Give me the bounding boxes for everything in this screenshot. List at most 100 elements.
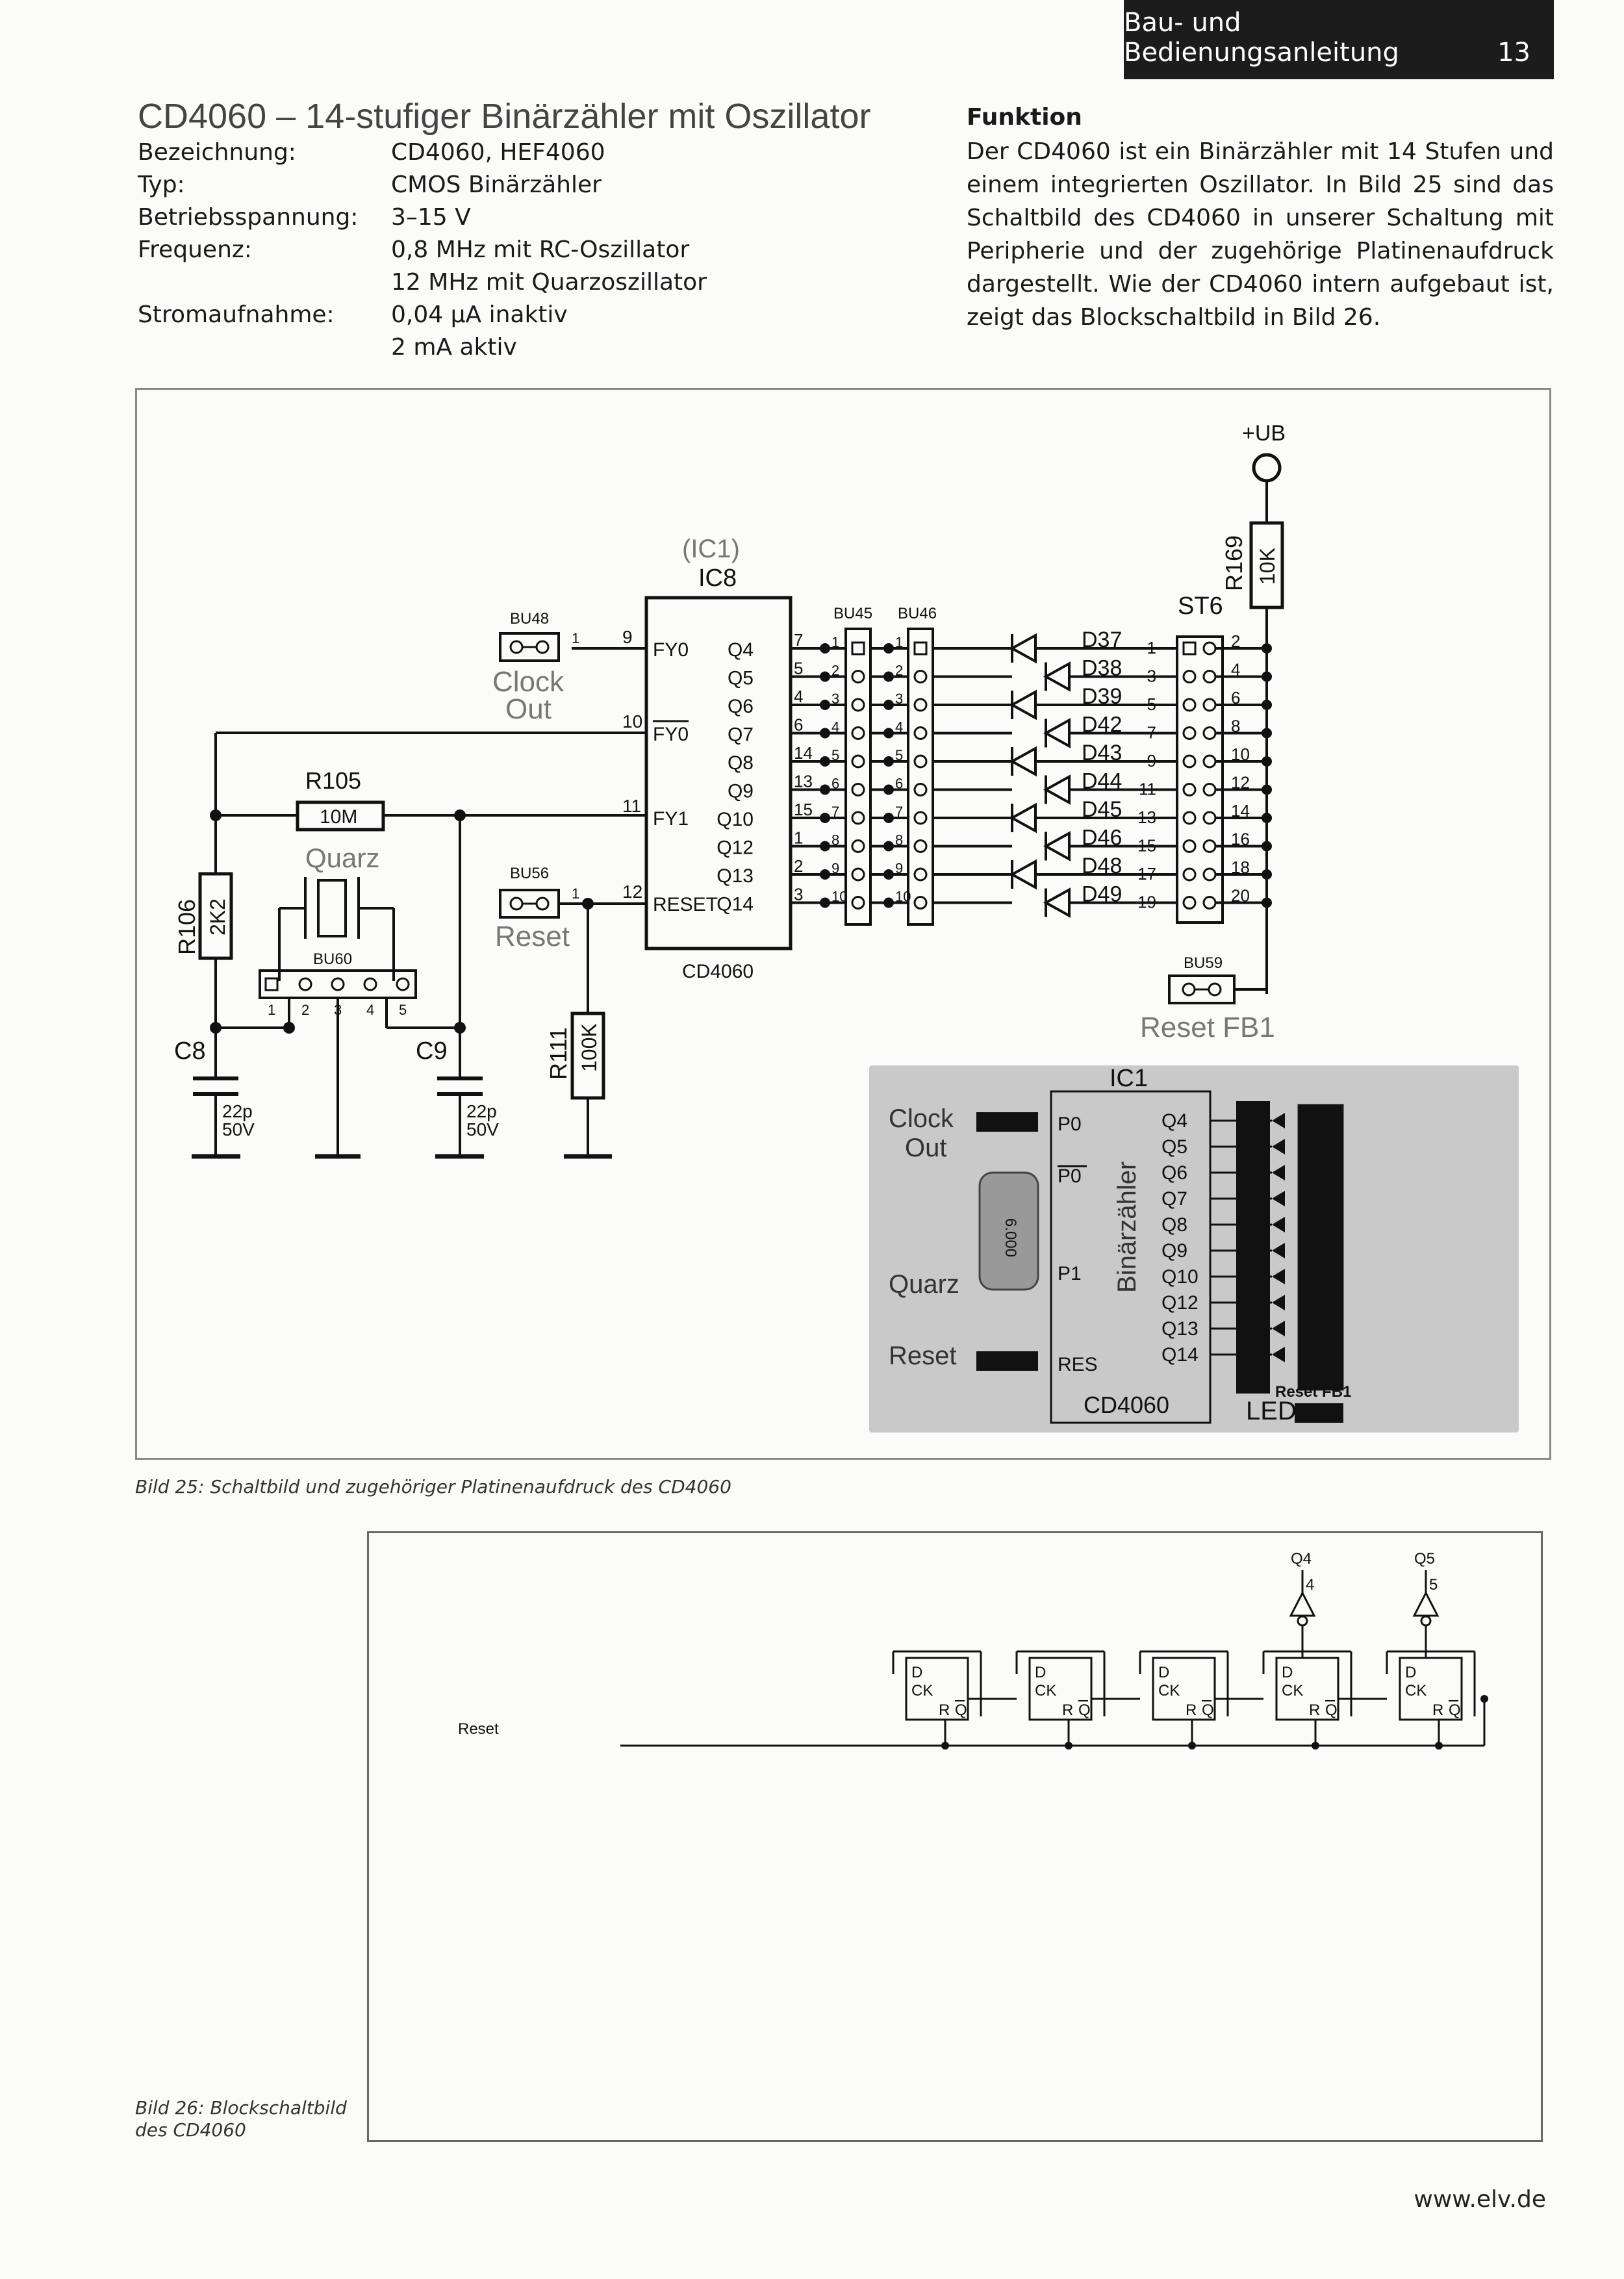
bu60-pin	[396, 977, 410, 991]
st6-connector	[1176, 635, 1224, 924]
junction-dot	[820, 756, 830, 767]
photo-output-label: Q7	[1161, 1188, 1187, 1210]
bu56-pin	[509, 897, 524, 911]
output-label: Q4	[728, 639, 754, 661]
ff-r-label: R	[939, 1701, 950, 1719]
pin-number: 10	[622, 711, 642, 732]
junction-dot	[820, 784, 830, 795]
pin-number: 5	[1429, 1576, 1438, 1594]
reset-label: Reset	[458, 1720, 499, 1738]
st6-pin-number: 18	[1231, 858, 1250, 877]
bu45-pin	[851, 867, 865, 882]
footer-url[interactable]: www.elv.de	[1414, 2186, 1546, 2213]
junction-dot	[820, 700, 830, 710]
spec-row: Typ:CMOS Binärzähler	[138, 169, 707, 201]
bu46-pin-number: 1	[895, 634, 903, 650]
bu46-pin	[913, 698, 928, 712]
spec-title: CD4060 – 14-stufiger Binärzähler mit Osz…	[138, 97, 871, 136]
pin-number: 1	[572, 630, 579, 646]
spec-key: Betriebsspannung:	[138, 204, 359, 231]
bu46-pin	[913, 811, 928, 825]
st6-pin-number: 15	[1137, 836, 1156, 856]
ff-ck-label: CK	[911, 1682, 933, 1700]
ff-qbar-label: Q	[955, 1701, 967, 1719]
ic8-body	[644, 596, 793, 950]
photo-output-label: Q12	[1161, 1292, 1199, 1314]
st6-pin-number: 17	[1137, 864, 1156, 884]
bu45-pin-number: 1	[831, 634, 839, 650]
photo-output-label: Q9	[1161, 1240, 1187, 1262]
spec-value: 3–15 V	[391, 204, 471, 231]
bu60-pin	[298, 977, 312, 991]
led-diode-d42	[1043, 718, 1071, 748]
bu46-connector	[907, 628, 934, 926]
led-diode-d44	[1043, 774, 1071, 805]
junction-dot	[820, 643, 830, 654]
function-text: Der CD4060 ist ein Binärzähler mit 14 St…	[967, 138, 1554, 331]
photo-ic-label: IC1	[1110, 1065, 1148, 1092]
r105-label: R105	[305, 767, 361, 794]
photo-quarz-label: Quarz	[889, 1270, 959, 1299]
pcb-photo-overlay: IC1ClockOutQuarzReset6.000P0P0P1RESBinär…	[889, 1065, 1351, 1425]
pin-label: FY0	[653, 639, 689, 661]
pin-number: 3	[794, 885, 803, 904]
diode-label: D43	[1082, 741, 1122, 765]
photo-binaerzaehler-label: Binärzähler	[1113, 1162, 1141, 1293]
photo-crystal-marking: 6.000	[1002, 1218, 1019, 1257]
st6-pin	[1202, 698, 1217, 712]
output-label: Q8	[728, 752, 754, 774]
ff-qbar-label: Q	[1078, 1701, 1091, 1719]
st6-pin-number: 2	[1231, 631, 1240, 651]
junction-dot	[820, 813, 830, 823]
bu56-pin	[535, 897, 550, 911]
led-diode-d45	[1009, 802, 1037, 834]
c9-value: 50V	[466, 1119, 499, 1140]
pin-number: 4	[1306, 1576, 1314, 1594]
page-header: Bau- und Bedienungsanleitung 13	[1124, 0, 1554, 79]
diode-label: D46	[1082, 826, 1122, 850]
bu45-pin	[851, 670, 865, 683]
diode-label: D38	[1082, 656, 1122, 681]
pin-number: 1	[572, 885, 579, 902]
bu46-pin-number: 6	[895, 776, 903, 792]
photo-led	[1272, 1347, 1285, 1362]
r105-value: 10M	[320, 806, 357, 828]
pin-number: 13	[794, 772, 813, 791]
bu46-pin	[913, 670, 928, 683]
ff-qbar-label: Q	[1202, 1701, 1214, 1719]
bu45-pin-number: 6	[831, 776, 839, 792]
bu46-pin	[913, 867, 928, 882]
st6-pin-number: 9	[1147, 751, 1156, 770]
diode-label: D39	[1082, 684, 1122, 709]
bu48-pin	[535, 640, 550, 654]
c8-value: 50V	[222, 1119, 255, 1140]
junction-dot	[883, 897, 894, 908]
bu46-label: BU46	[898, 605, 937, 622]
ff-d-label: D	[1158, 1664, 1169, 1681]
top-flipflop	[1028, 1657, 1093, 1721]
ff-d-label: D	[1282, 1664, 1293, 1681]
junction-dot	[883, 700, 894, 710]
photo-p1-label: P1	[1058, 1263, 1082, 1284]
junction-dot	[883, 756, 894, 767]
ff-d-label: D	[911, 1664, 922, 1681]
st6-pin	[1202, 896, 1217, 910]
photo-output-label: Q5	[1161, 1136, 1187, 1158]
photo-clock-jumper	[976, 1112, 1038, 1132]
pin-number: 7	[794, 630, 803, 650]
spec-row: Betriebsspannung: 3–15 V	[138, 201, 707, 234]
junction-dot	[1480, 1695, 1488, 1703]
st6-pin	[1182, 726, 1197, 740]
diode-label: D37	[1082, 628, 1122, 652]
ff-d-label: D	[1035, 1664, 1046, 1681]
junction-dot	[883, 813, 894, 823]
bu45-connector	[844, 628, 872, 926]
inverter-bubble	[1420, 1615, 1432, 1627]
junction-dot	[820, 728, 830, 739]
pin-number: 15	[794, 800, 813, 819]
output-label: Q12	[717, 837, 754, 859]
r169-value: 10K	[1256, 548, 1279, 585]
st6-pin-number: 19	[1137, 893, 1156, 912]
top-flipflop	[1275, 1657, 1339, 1721]
